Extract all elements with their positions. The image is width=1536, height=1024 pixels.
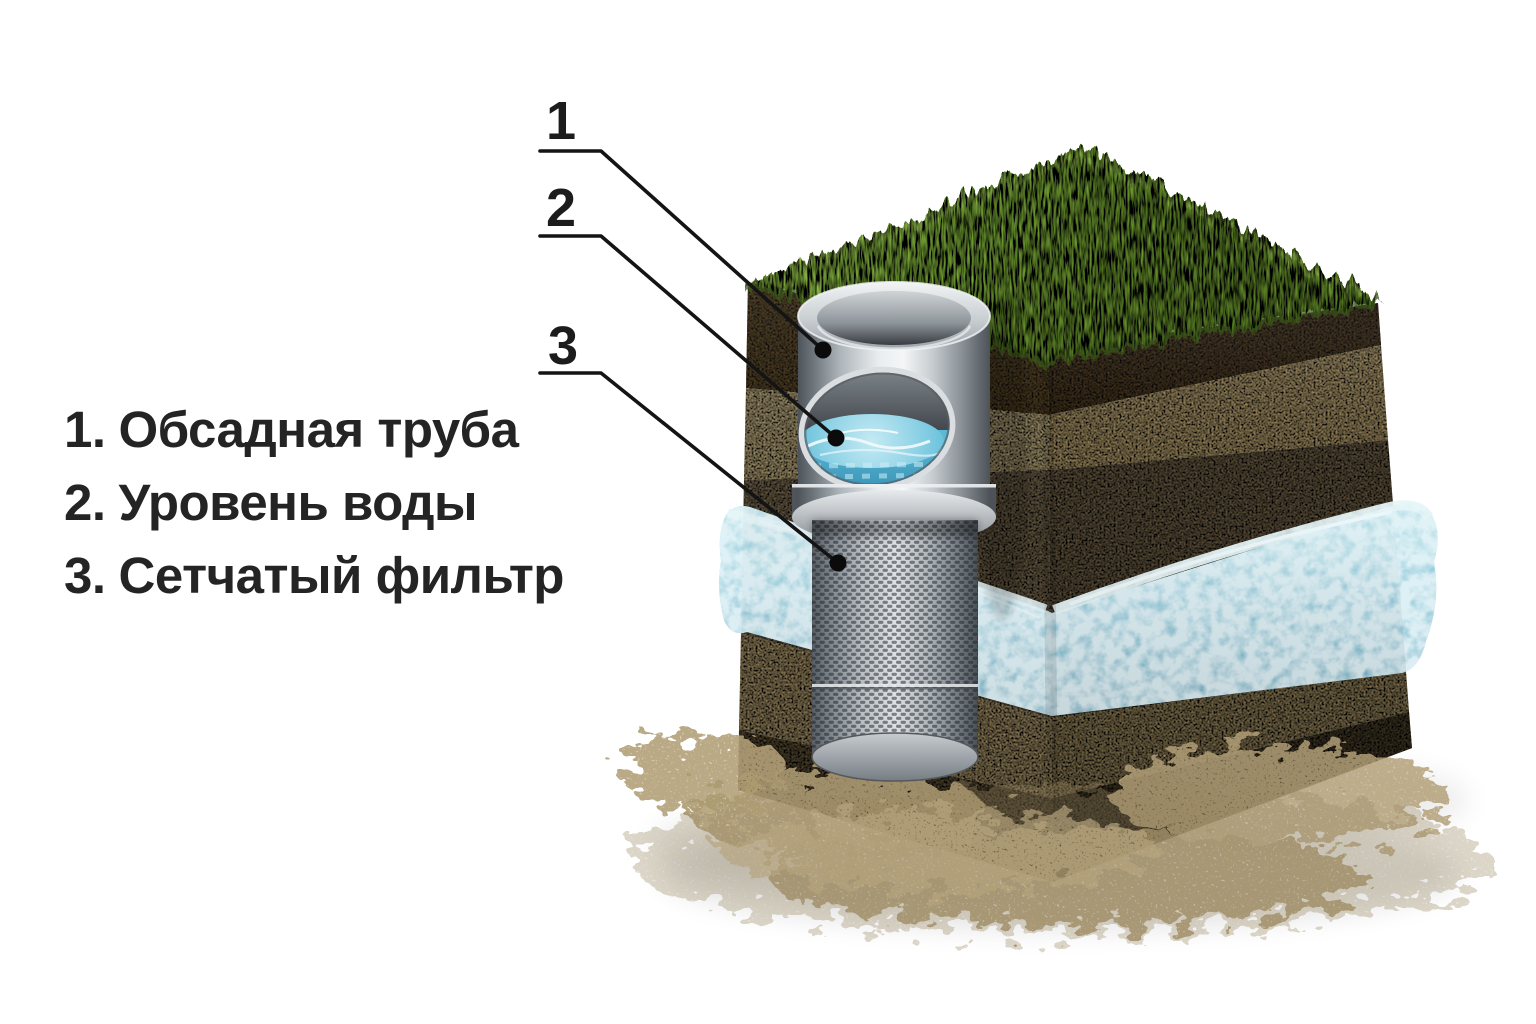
filter-seam — [812, 684, 978, 687]
callout-number-1: 1 — [545, 91, 577, 151]
water-level — [800, 414, 944, 468]
callout-dots — [814, 341, 847, 572]
casing-top-rim — [797, 281, 991, 351]
legend-item-number: 1. — [64, 401, 106, 458]
callout-dot-mesh-filter — [829, 554, 847, 572]
legend-item-casing: 1.Обсадная труба — [64, 404, 564, 455]
callout-dot-water-level — [827, 429, 845, 447]
casing-pipe — [792, 281, 996, 544]
legend-item-label: Сетчатый фильтр — [118, 547, 565, 604]
pipe-bore-opening — [817, 291, 971, 345]
legend: 1.Обсадная труба 2.Уровень воды 3.Сетчат… — [64, 404, 564, 623]
legend-item-water-level: 2.Уровень воды — [64, 477, 564, 528]
filter-bottom-cap — [811, 732, 979, 782]
well-pipe — [792, 281, 1028, 782]
leader-line-1 — [538, 149, 825, 352]
legend-item-label: Обсадная труба — [118, 401, 520, 458]
leader-line-3 — [538, 371, 840, 565]
legend-item-mesh-filter: 3.Сетчатый фильтр — [64, 550, 564, 601]
legend-item-number: 2. — [64, 474, 106, 531]
leader-line-2 — [538, 234, 838, 440]
callout-number-3: 3 — [547, 316, 579, 376]
block-corner-edge — [1042, 350, 1059, 882]
legend-item-number: 3. — [64, 547, 106, 604]
callout-number-2: 2 — [545, 178, 577, 238]
callout-leaders — [538, 149, 840, 565]
callout-dot-casing — [814, 341, 832, 359]
mesh-filter — [811, 520, 979, 782]
ground-scatter — [620, 734, 1490, 935]
legend-item-label: Уровень воды — [118, 474, 478, 531]
window-rim-inner — [804, 372, 950, 486]
right-face-shading — [1048, 303, 1412, 882]
